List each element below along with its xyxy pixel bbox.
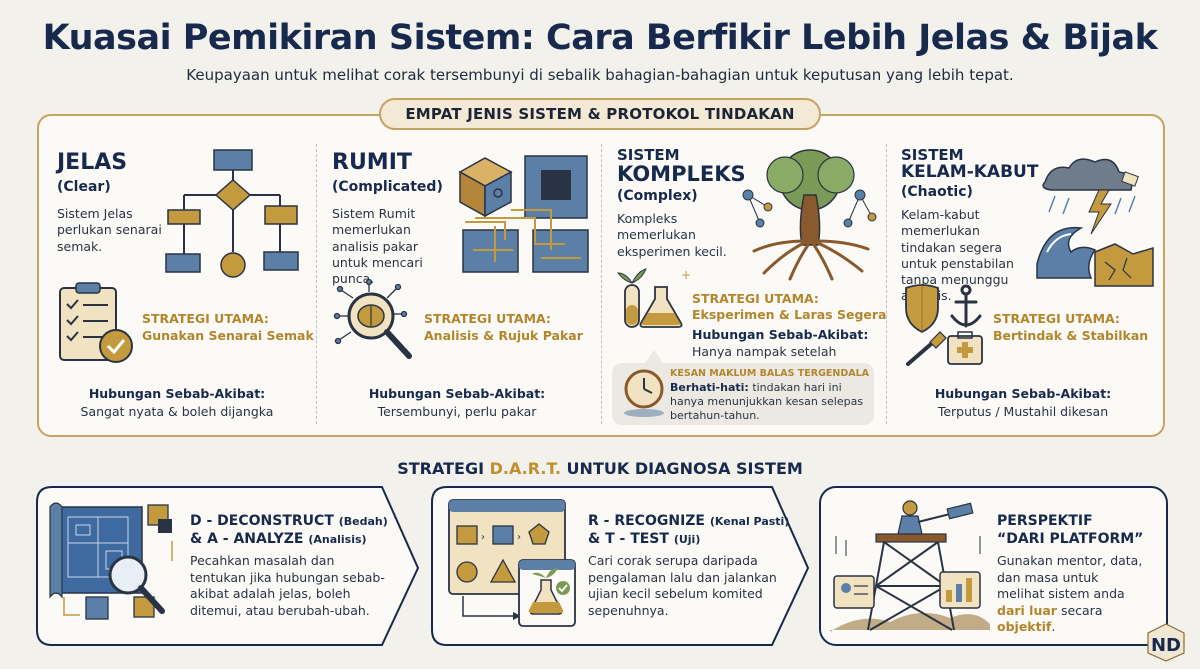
strategy-label: STRATEGI UTAMA:: [993, 311, 1120, 326]
storm-wave-icon: [1036, 158, 1154, 287]
pattern-windows-icon: › ›: [448, 499, 576, 627]
dart-card-title: R - RECOGNIZE (Kenal Pasti) & T - TEST (…: [588, 513, 790, 548]
dart-card-description: Pecahkan masalah dan tentukan jika hubun…: [190, 553, 385, 618]
system-title-prefix: SISTEM: [617, 146, 680, 164]
flowchart-icon: [165, 149, 299, 278]
note-title: KESAN MAKLUM BALAS TERGENDALA: [670, 368, 869, 379]
system-subtitle: (Chaotic): [901, 184, 973, 200]
brand-logo-text: ND: [1151, 635, 1181, 656]
page-title: Kuasai Pemikiran Sistem: Cara Berfikir L…: [42, 18, 1158, 58]
strategy-value: Eksperimen & Laras Segera: [692, 307, 887, 322]
system-title: JELAS: [57, 150, 128, 175]
system-title-prefix: SISTEM: [901, 146, 964, 164]
strategy-value: Analisis & Rujuk Pakar: [424, 328, 583, 343]
cause-effect-relation: Hubungan Sebab-Akibat: Sangat nyata & bo…: [80, 386, 274, 419]
dart-card-description: Cari corak serupa daripada pengalaman la…: [588, 553, 777, 618]
shield-anchor-firstaid-icon: [905, 284, 983, 366]
system-title: KELAM-KABUT: [901, 162, 1039, 182]
dart-card-title: D - DECONSTRUCT (Bedah) & A - ANALYZE (A…: [190, 513, 388, 548]
system-subtitle: (Complicated): [332, 179, 443, 195]
strategy-label: STRATEGI UTAMA:: [142, 311, 269, 326]
system-title: KOMPLEKS: [617, 162, 746, 186]
checklist-icon: [59, 282, 133, 363]
cause-effect-relation: Hubungan Sebab-Akibat: Terputus / Mustah…: [934, 386, 1112, 419]
blueprint-magnifier-icon: [49, 502, 173, 620]
column-divider: [601, 144, 602, 424]
puzzle-circuit-icon: [458, 155, 589, 273]
system-description: Sistem Jelas perlukan senarai semak.: [57, 206, 162, 254]
systems-panel-heading: EMPAT JENIS SISTEM & PROTOKOL TINDAKAN: [379, 98, 821, 130]
svg-text:+: +: [681, 268, 691, 282]
brand-logo: ND: [1147, 623, 1185, 662]
lab-flask-icon: +: [616, 268, 691, 328]
system-description: Kompleks memerlukan eksperimen kecil.: [617, 211, 727, 259]
page-subtitle: Keupayaan untuk melihat corak tersembuny…: [186, 66, 1014, 84]
system-title: RUMIT: [332, 150, 412, 175]
cause-effect-relation: Hubungan Sebab-Akibat: Tersembunyi, perl…: [368, 386, 546, 419]
dart-heading: STRATEGI D.A.R.T. UNTUK DIAGNOSA SISTEM: [397, 459, 803, 478]
system-subtitle: (Clear): [57, 179, 111, 195]
system-subtitle: (Complex): [617, 188, 698, 204]
system-description: Sistem Rumit memerlukan analisis pakar u…: [332, 206, 423, 286]
svg-text:›: ›: [517, 532, 521, 543]
watchtower-telescope-icon: [830, 500, 990, 632]
strategy-value: Bertindak & Stabilkan: [993, 328, 1149, 343]
tree-network-icon: [742, 149, 877, 281]
column-divider: [886, 144, 887, 424]
clock-icon: [624, 369, 664, 417]
column-divider: [316, 144, 317, 424]
strategy-label: STRATEGI UTAMA:: [692, 291, 819, 306]
dart-card-title: PERSPEKTIF “DARI PLATFORM”: [997, 513, 1144, 548]
strategy-label: STRATEGI UTAMA:: [424, 311, 551, 326]
svg-text:›: ›: [481, 532, 485, 543]
note-pointer: [644, 350, 664, 364]
brain-magnifier-icon: [333, 278, 412, 359]
dart-card-description: Gunakan mentor, data, dan masa untuk mel…: [997, 553, 1143, 634]
note-text: Berhati-hati: tindakan hari ini hanya me…: [670, 381, 864, 422]
strategy-value: Gunakan Senarai Semak: [142, 328, 314, 343]
